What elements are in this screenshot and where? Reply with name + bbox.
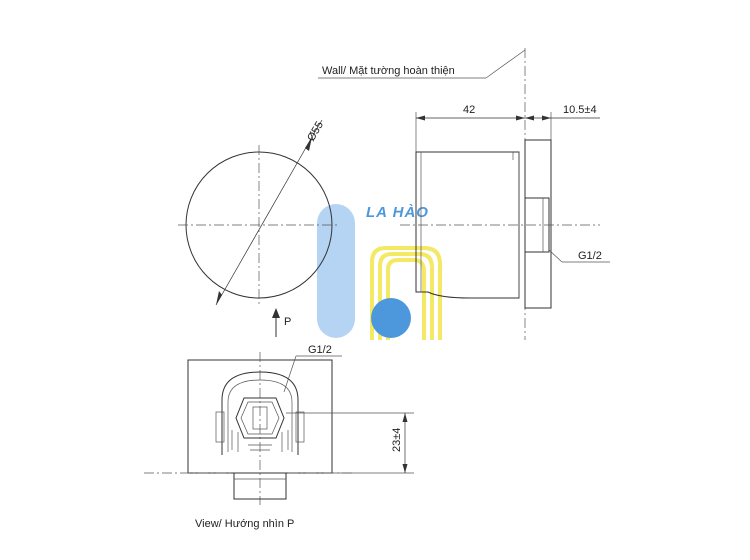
arrow-p-label: P [284, 316, 291, 328]
logo-blue-bar [317, 204, 355, 338]
dim-42-arrow-left [416, 115, 425, 121]
thread-side-leader [548, 249, 563, 263]
side-flange [524, 139, 552, 309]
bottom-hex-nut [235, 397, 285, 439]
dim-10-5-arrow-left [525, 115, 534, 121]
logo-yellow-arch [370, 246, 442, 340]
front-view-circle: Ø55 [178, 119, 340, 306]
dim-10-5-arrow-right [542, 115, 551, 121]
bottom-hex-bore [252, 406, 268, 430]
dim-10-5-label: 10.5±4 [563, 104, 597, 116]
bottom-lug-right [295, 411, 305, 443]
thread-bottom-label: G1/2 [308, 344, 332, 356]
dim-23-arrow-top [402, 413, 408, 422]
dim-42-arrow-right [516, 115, 525, 121]
logo-yellow-arch-3 [386, 258, 426, 340]
thread-side-label: G1/2 [578, 250, 602, 262]
logo-yellow-arch-2 [378, 252, 434, 340]
bottom-lug-left [215, 411, 225, 443]
side-view: Wall/ Mặt tường hoàn thiện 42 10.5±4 G1/… [318, 48, 610, 340]
thread-bottom-leader [283, 355, 297, 393]
bottom-round-body-inner [227, 379, 293, 452]
view-p-caption: View/ Hướng nhìn P [195, 518, 294, 530]
diameter-leader [311, 119, 323, 138]
logo-text: LA HÀO [366, 204, 429, 221]
dim-23-arrow-bottom [402, 464, 408, 473]
dim-42-label: 42 [463, 104, 475, 116]
diameter-label: Ø55 [305, 119, 326, 143]
bottom-view-p: G1/2 23±4 View/ Hướng nhìn P [144, 344, 414, 530]
diameter-arrow-top [305, 137, 312, 151]
diameter-arrow-bottom [216, 291, 222, 305]
arrow-p-head [272, 308, 280, 318]
bottom-round-body [221, 371, 299, 455]
watermark-logo: LA HÀO [317, 204, 442, 340]
diameter-dimension-line [215, 136, 313, 306]
logo-blue-dot [371, 298, 411, 338]
wall-label: Wall/ Mặt tường hoàn thiện [322, 65, 455, 77]
wall-leader [485, 49, 526, 79]
bottom-hex-inner [240, 401, 280, 435]
bottom-thread-nipple [233, 472, 287, 500]
side-body-outline [415, 151, 520, 299]
view-arrow-p: P [272, 308, 291, 337]
dim-23-label: 23±4 [391, 428, 403, 452]
